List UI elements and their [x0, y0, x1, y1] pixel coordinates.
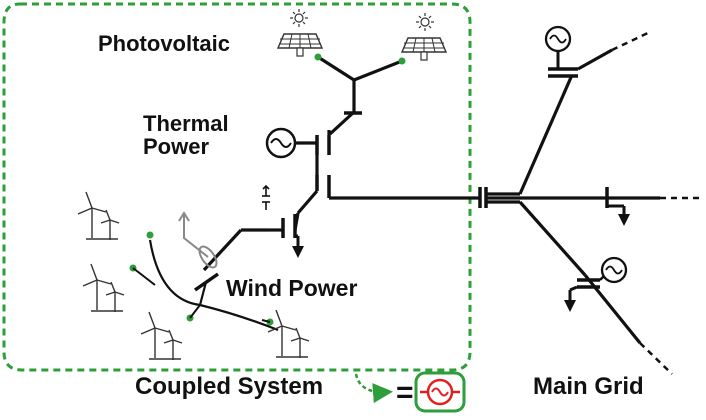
- equals-sign: =: [396, 376, 414, 409]
- wind-power-label: Wind Power: [226, 275, 358, 301]
- load-arrow-icon: [564, 285, 578, 312]
- generator-icon: [420, 378, 460, 406]
- wind-transformer: [178, 211, 218, 269]
- thermal-lower-bus: [315, 175, 331, 198]
- wind-feeder-lines: [132, 267, 271, 323]
- wind-breaker: [194, 272, 219, 292]
- load-arrow-icon: [292, 236, 304, 258]
- main-grid-dashed-lines: [611, 30, 700, 375]
- equivalent-arrow: [354, 373, 393, 404]
- generator-icon: [600, 256, 628, 284]
- sun-icon: [416, 13, 434, 31]
- main-grid-bus: [478, 187, 488, 208]
- transformer-tap-icon: [262, 184, 270, 210]
- wind-turbine-icon: [77, 191, 120, 240]
- lower-gen-line: [599, 275, 605, 281]
- pv-feeder-lines: [317, 55, 403, 136]
- photovoltaic-label: Photovoltaic: [98, 31, 231, 56]
- wind-turbine-icon: [267, 309, 310, 358]
- generator-icon: [265, 127, 297, 159]
- trunk-to-wind-line: [296, 189, 319, 215]
- main-grid-lines: [486, 48, 660, 345]
- thermal-bus-bars: [315, 135, 331, 155]
- wind-collector-line: [202, 228, 243, 272]
- main-grid-label: Main Grid: [533, 373, 644, 400]
- wind-bus-bars: [281, 214, 297, 238]
- pv-connection-dot: [398, 57, 406, 65]
- wind-turbine-icon: [140, 311, 183, 360]
- coupled-system-boundary: [2, 2, 472, 372]
- generator-icon: [544, 25, 572, 53]
- wind-feed-line: [293, 212, 300, 231]
- load-arrow-icon: [607, 204, 630, 226]
- sun-icon: [290, 9, 308, 27]
- solar-panel-icon: [276, 33, 324, 57]
- coupled-system-label: Coupled System: [135, 373, 324, 400]
- solar-panel-icon: [400, 37, 448, 61]
- pv-connection-dot: [314, 53, 322, 61]
- wind-turbine-icon: [82, 263, 125, 312]
- thermal-power-label: Thermal Power: [143, 111, 229, 160]
- wind-collector-link: [198, 281, 208, 306]
